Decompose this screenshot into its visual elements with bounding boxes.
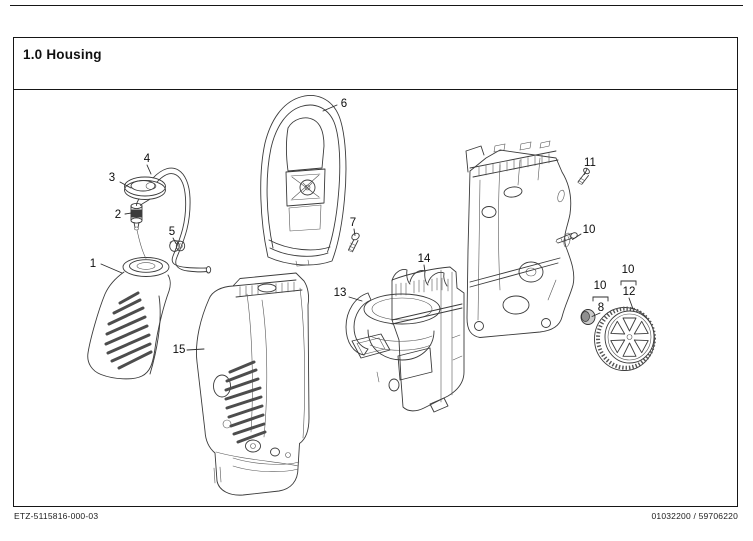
title-bar: 1.0 Housing [14, 38, 737, 90]
part-label-15: 15 [173, 344, 186, 356]
part-1-detergent-tank [87, 257, 171, 380]
part-15-front-housing [196, 272, 310, 496]
part-11-screw [577, 167, 590, 185]
part-label-3: 3 [109, 172, 115, 184]
page-title: 1.0 Housing [23, 47, 102, 62]
part-label-5: 5 [169, 226, 175, 238]
part-12-wheel [594, 306, 656, 371]
part-6-handle-cover [260, 95, 347, 267]
part-13-clamp [345, 292, 441, 361]
part-label-7: 7 [350, 217, 356, 229]
part-label-10-right: 10 [622, 264, 635, 276]
part-label-11: 11 [584, 157, 596, 169]
footer-reference: 01032200 / 59706220 [651, 511, 738, 521]
part-label-8: 8 [598, 302, 604, 314]
group-bracket-10-12 [620, 280, 637, 286]
part-4-hose [152, 167, 212, 274]
part-label-12: 12 [623, 286, 636, 298]
part-label-10-mid: 10 [583, 224, 596, 236]
footer-doc-number: ETZ-5115816-000-03 [14, 511, 99, 521]
part-labels: 1 2 3 4 5 6 7 10 11 10 8 10 12 13 14 15 [90, 98, 636, 356]
rear-housing-shell [465, 140, 575, 338]
diagram-frame: 1.0 Housing [13, 37, 738, 507]
part-2-filter [130, 202, 147, 259]
part-8-hub-cap [580, 309, 596, 325]
part-14-motor-bracket [376, 266, 465, 413]
top-rule [10, 5, 743, 6]
part-label-10-left: 10 [594, 280, 607, 292]
leader-lines [100, 104, 637, 351]
part-label-1: 1 [90, 258, 96, 270]
part-label-6: 6 [341, 98, 347, 110]
part-label-14: 14 [418, 253, 431, 265]
part-7-screw [348, 232, 360, 253]
group-bracket-10-8 [592, 296, 609, 302]
part-label-4: 4 [144, 153, 151, 165]
part-label-2: 2 [115, 209, 121, 221]
part-label-13: 13 [334, 287, 347, 299]
part-3-cap [124, 176, 166, 206]
